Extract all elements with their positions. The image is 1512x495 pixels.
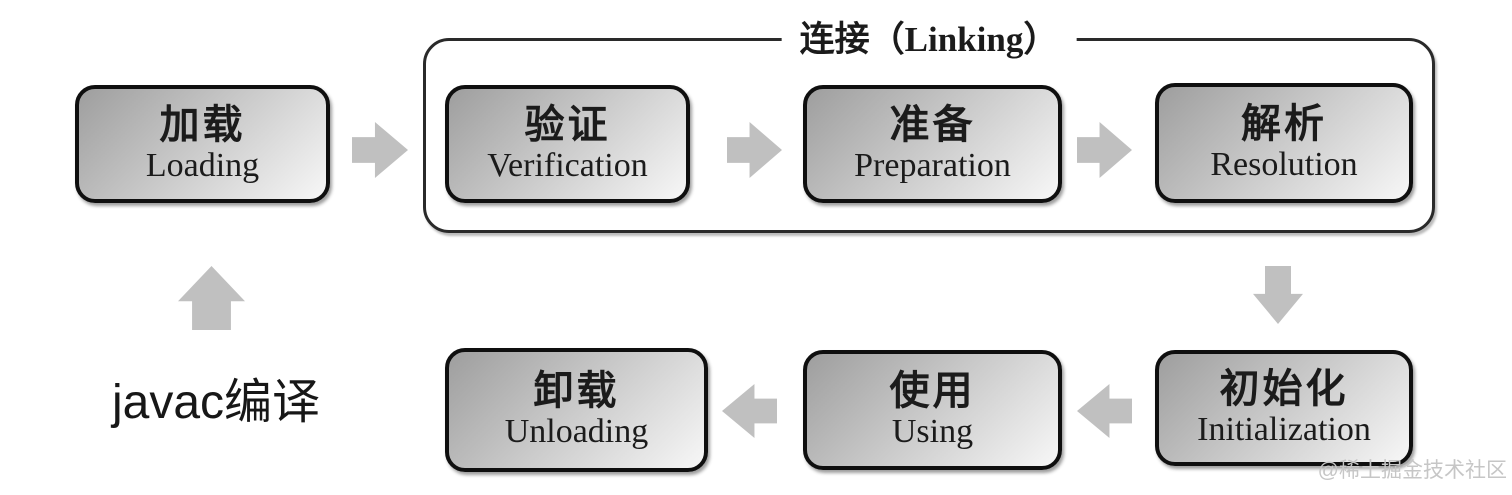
javac-compile-note: javac编译 [112, 376, 321, 429]
arrow-down-icon-resolution-to-initialization [1253, 266, 1303, 324]
stage-label-zh: 解析 [1241, 100, 1327, 146]
stage-box-loading: 加载 Loading [75, 85, 330, 203]
stage-box-preparation: 准备 Preparation [803, 85, 1062, 203]
watermark-text: @稀土掘金技术社区 [1317, 459, 1507, 482]
arrow-up-icon-javac-to-loading [178, 266, 245, 330]
stage-label-en: Preparation [854, 147, 1011, 185]
stage-label-en: Verification [487, 147, 648, 185]
stage-box-resolution: 解析 Resolution [1155, 83, 1413, 203]
stage-box-unloading: 卸载 Unloading [445, 348, 708, 472]
stage-label-zh: 验证 [524, 101, 611, 147]
linking-group-label: 连接（Linking） [781, 16, 1077, 64]
stage-label-zh: 加载 [159, 101, 246, 147]
arrow-right-icon-loading-to-verification [352, 122, 408, 178]
stage-box-using: 使用 Using [803, 350, 1062, 470]
stage-label-zh: 初始化 [1219, 365, 1349, 411]
arrow-left-icon-using-to-unloading [722, 384, 777, 438]
stage-label-zh: 准备 [889, 101, 976, 147]
stage-label-en: Resolution [1210, 146, 1358, 184]
stage-box-verification: 验证 Verification [445, 85, 690, 203]
linking-group-outline: 连接（Linking） [423, 16, 1435, 233]
stage-label-en: Using [891, 413, 974, 451]
stage-label-en: Initialization [1197, 411, 1371, 449]
stage-box-initialization: 初始化 Initialization [1155, 350, 1413, 466]
arrow-left-icon-initialization-to-using [1077, 384, 1132, 438]
stage-label-en: Unloading [504, 413, 649, 451]
stage-label-zh: 使用 [889, 367, 976, 413]
stage-label-en: Loading [145, 147, 260, 185]
stage-label-zh: 卸载 [533, 367, 620, 413]
